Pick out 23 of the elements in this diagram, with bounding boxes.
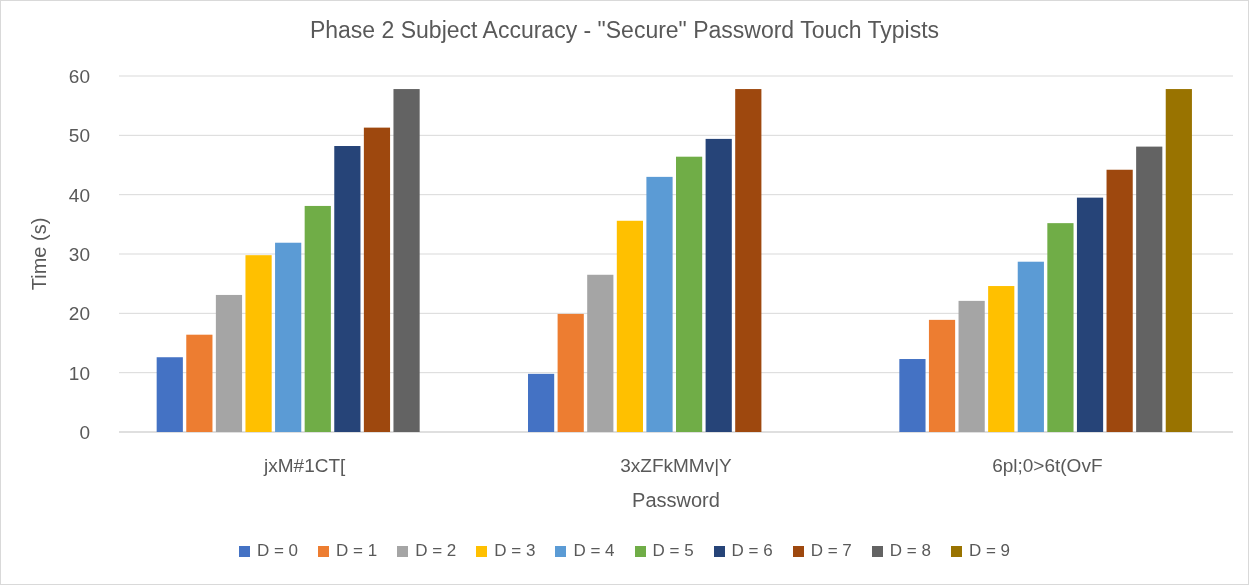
y-tick-label: 50 — [68, 125, 90, 147]
x-axis-title: Password — [632, 489, 720, 511]
y-tick-label: 0 — [79, 422, 90, 443]
legend-label: D = 7 — [810, 541, 852, 561]
y-tick-label: 40 — [68, 184, 90, 206]
legend-label: D = 3 — [494, 541, 536, 561]
y-tick-label: 30 — [68, 244, 90, 265]
y-tick-label: 10 — [68, 362, 90, 384]
legend-label: D = 8 — [889, 541, 931, 561]
legend-label: D = 6 — [731, 541, 773, 561]
y-tick-label: 60 — [68, 66, 90, 87]
legend-label: D = 9 — [968, 541, 1011, 561]
legend-label: D = 0 — [256, 541, 299, 561]
x-category-label: jxM#1CT[ — [264, 455, 346, 476]
x-category-label: 3xZFkMMv|Y — [620, 455, 732, 476]
legend-label: D = 4 — [573, 541, 615, 561]
legend-label: D = 1 — [336, 541, 378, 561]
chart-title: Phase 2 Subject Accuracy - "Secure" Password Touch Typists — [309, 17, 940, 43]
legend-label: D = 2 — [415, 541, 457, 561]
y-axis-title: Time (s) — [28, 217, 50, 291]
x-category-label: 6pl;0>6t(OvF — [992, 455, 1103, 476]
legend-label: D = 5 — [652, 541, 694, 561]
y-tick-label: 20 — [68, 303, 90, 325]
